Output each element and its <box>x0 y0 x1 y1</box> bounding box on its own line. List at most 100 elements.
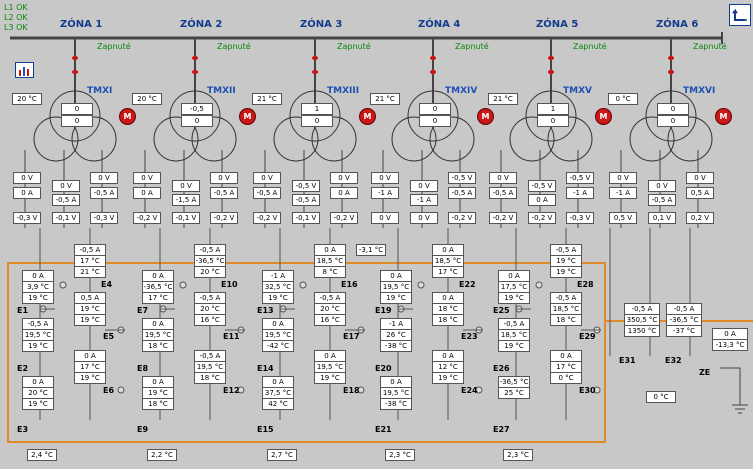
phase-reading: -0,1 V <box>172 212 200 224</box>
phase-reading: -0,5 A <box>448 187 476 199</box>
feeder-label: E7 <box>137 306 149 315</box>
feeder-reading: 18 °C <box>142 340 174 352</box>
feeder-label: E16 <box>341 280 358 289</box>
feeder-node <box>417 281 425 289</box>
feeder-reading: 16 °C <box>314 314 346 326</box>
feeder-label: E29 <box>579 332 596 341</box>
return-button[interactable] <box>729 4 751 26</box>
ground-symbol <box>720 367 748 414</box>
feeder-reading: 19 °C <box>22 398 54 410</box>
ze-temperature: 0 °C <box>646 391 676 403</box>
phase-reading: 0 V <box>489 172 517 184</box>
phase-reading: 0,5 A <box>686 187 714 199</box>
feeder-label: E30 <box>579 386 596 395</box>
feeder-reading: -13,3 °C <box>712 339 748 351</box>
feeder-reading: 8 °C <box>314 266 346 278</box>
phase-reading: 0 A <box>13 187 41 199</box>
phase-reading: -0,2 V <box>133 212 161 224</box>
feeder-reading: 19 °C <box>432 372 464 384</box>
phase-reading: 0 V <box>410 180 438 192</box>
feeder-label: E26 <box>493 364 510 373</box>
feeder-reading: -38 °C <box>380 340 412 352</box>
transformer-label: TMXV <box>563 86 592 96</box>
phase-reading: 0 V <box>90 172 118 184</box>
transformer-winding <box>407 90 459 142</box>
motor-indicator[interactable]: M <box>595 108 612 125</box>
feeder-reading: 37,5 °C <box>262 387 294 399</box>
phase-reading: -0,5 A <box>292 194 320 206</box>
feeder-label: E8 <box>137 364 149 373</box>
zone-title: ZÓNA 1 <box>60 19 103 30</box>
feeder-label: E32 <box>665 356 682 365</box>
ambient-temperature: 2,3 °C <box>503 449 533 461</box>
transformer-display: 0 <box>301 115 333 127</box>
feeder-reading: 19 °C <box>22 340 54 352</box>
feeder-node <box>475 386 483 394</box>
transformer-winding <box>429 116 475 162</box>
breaker-contact <box>548 69 554 75</box>
feeder-label: E11 <box>223 332 240 341</box>
phase-reading: 0 A <box>133 187 161 199</box>
feeder-label: E1 <box>17 306 29 315</box>
feeder-reading: 16 °C <box>194 314 226 326</box>
feeder-label: E27 <box>493 425 510 434</box>
phase-reading: -0,3 V <box>566 212 594 224</box>
motor-indicator[interactable]: M <box>477 108 494 125</box>
transformer-winding <box>273 116 319 162</box>
transformer-winding <box>629 116 675 162</box>
switch-state: Zapnuté <box>97 42 131 51</box>
feeder-node <box>59 281 67 289</box>
feeder-reading: 19 °C <box>74 372 106 384</box>
breaker-contact <box>72 69 78 75</box>
feeder-reading: 25 °C <box>498 387 530 399</box>
feeder-reading: 0 A <box>432 350 464 362</box>
heating-loop <box>7 262 606 443</box>
phase-reading: -0,5 A <box>253 187 281 199</box>
feeder-reading: 18 °C <box>142 398 174 410</box>
feeder-reading: 20 °C <box>194 266 226 278</box>
phase-reading: -0,5 V <box>448 172 476 184</box>
feeder-label: E6 <box>103 386 115 395</box>
feeder-reading: 19 °C <box>380 292 412 304</box>
motor-indicator[interactable]: M <box>359 108 376 125</box>
room-temperature: 21 °C <box>252 93 282 105</box>
feeder-reading: 19 °C <box>74 314 106 326</box>
motor-indicator[interactable]: M <box>239 108 256 125</box>
feeder-node <box>179 281 187 289</box>
feeder-reading: 19 °C <box>498 340 530 352</box>
phase-reading: 0,1 V <box>648 212 676 224</box>
phase-reading: 0 V <box>648 180 676 192</box>
feeder-reading: -37 °C <box>666 325 702 337</box>
feeder-reading: 21 °C <box>74 266 106 278</box>
phase-reading: -0,3 V <box>90 212 118 224</box>
breaker-contact <box>430 55 436 61</box>
switch-state: Zapnuté <box>217 42 251 51</box>
motor-indicator[interactable]: M <box>715 108 732 125</box>
transformer-display: 0 <box>181 115 213 127</box>
feeder-label: E4 <box>101 280 113 289</box>
motor-indicator[interactable]: M <box>119 108 136 125</box>
ze-label: ZE <box>699 368 711 377</box>
phase-reading: 0 V <box>371 212 399 224</box>
status-line: L1 OK <box>4 3 28 12</box>
transformer-display: 0 <box>419 115 451 127</box>
feeder-label: E22 <box>459 280 476 289</box>
phase-reading: -0,3 V <box>13 212 41 224</box>
feeder-node <box>237 386 245 394</box>
phase-reading: 0,5 V <box>609 212 637 224</box>
feeder-label: E12 <box>223 386 240 395</box>
feeder-reading: 3,9 °C <box>22 281 54 293</box>
feeder-reading: 19 °C <box>550 266 582 278</box>
feeder-reading: 1350 °C <box>624 325 660 337</box>
transformer-winding <box>525 90 577 142</box>
chart-button[interactable] <box>15 62 34 78</box>
feeder-reading: 17 °C <box>432 266 464 278</box>
feeder-reading: 19,5 °C <box>380 387 412 399</box>
transformer-label: TMXVI <box>683 86 716 96</box>
feeder-label: E18 <box>343 386 360 395</box>
feeder-reading: 19 °C <box>498 292 530 304</box>
transformer-display: -0,5 <box>181 103 213 115</box>
phase-reading: 0 A <box>330 187 358 199</box>
phase-reading: -1 A <box>410 194 438 206</box>
phase-reading: -0,2 V <box>210 212 238 224</box>
